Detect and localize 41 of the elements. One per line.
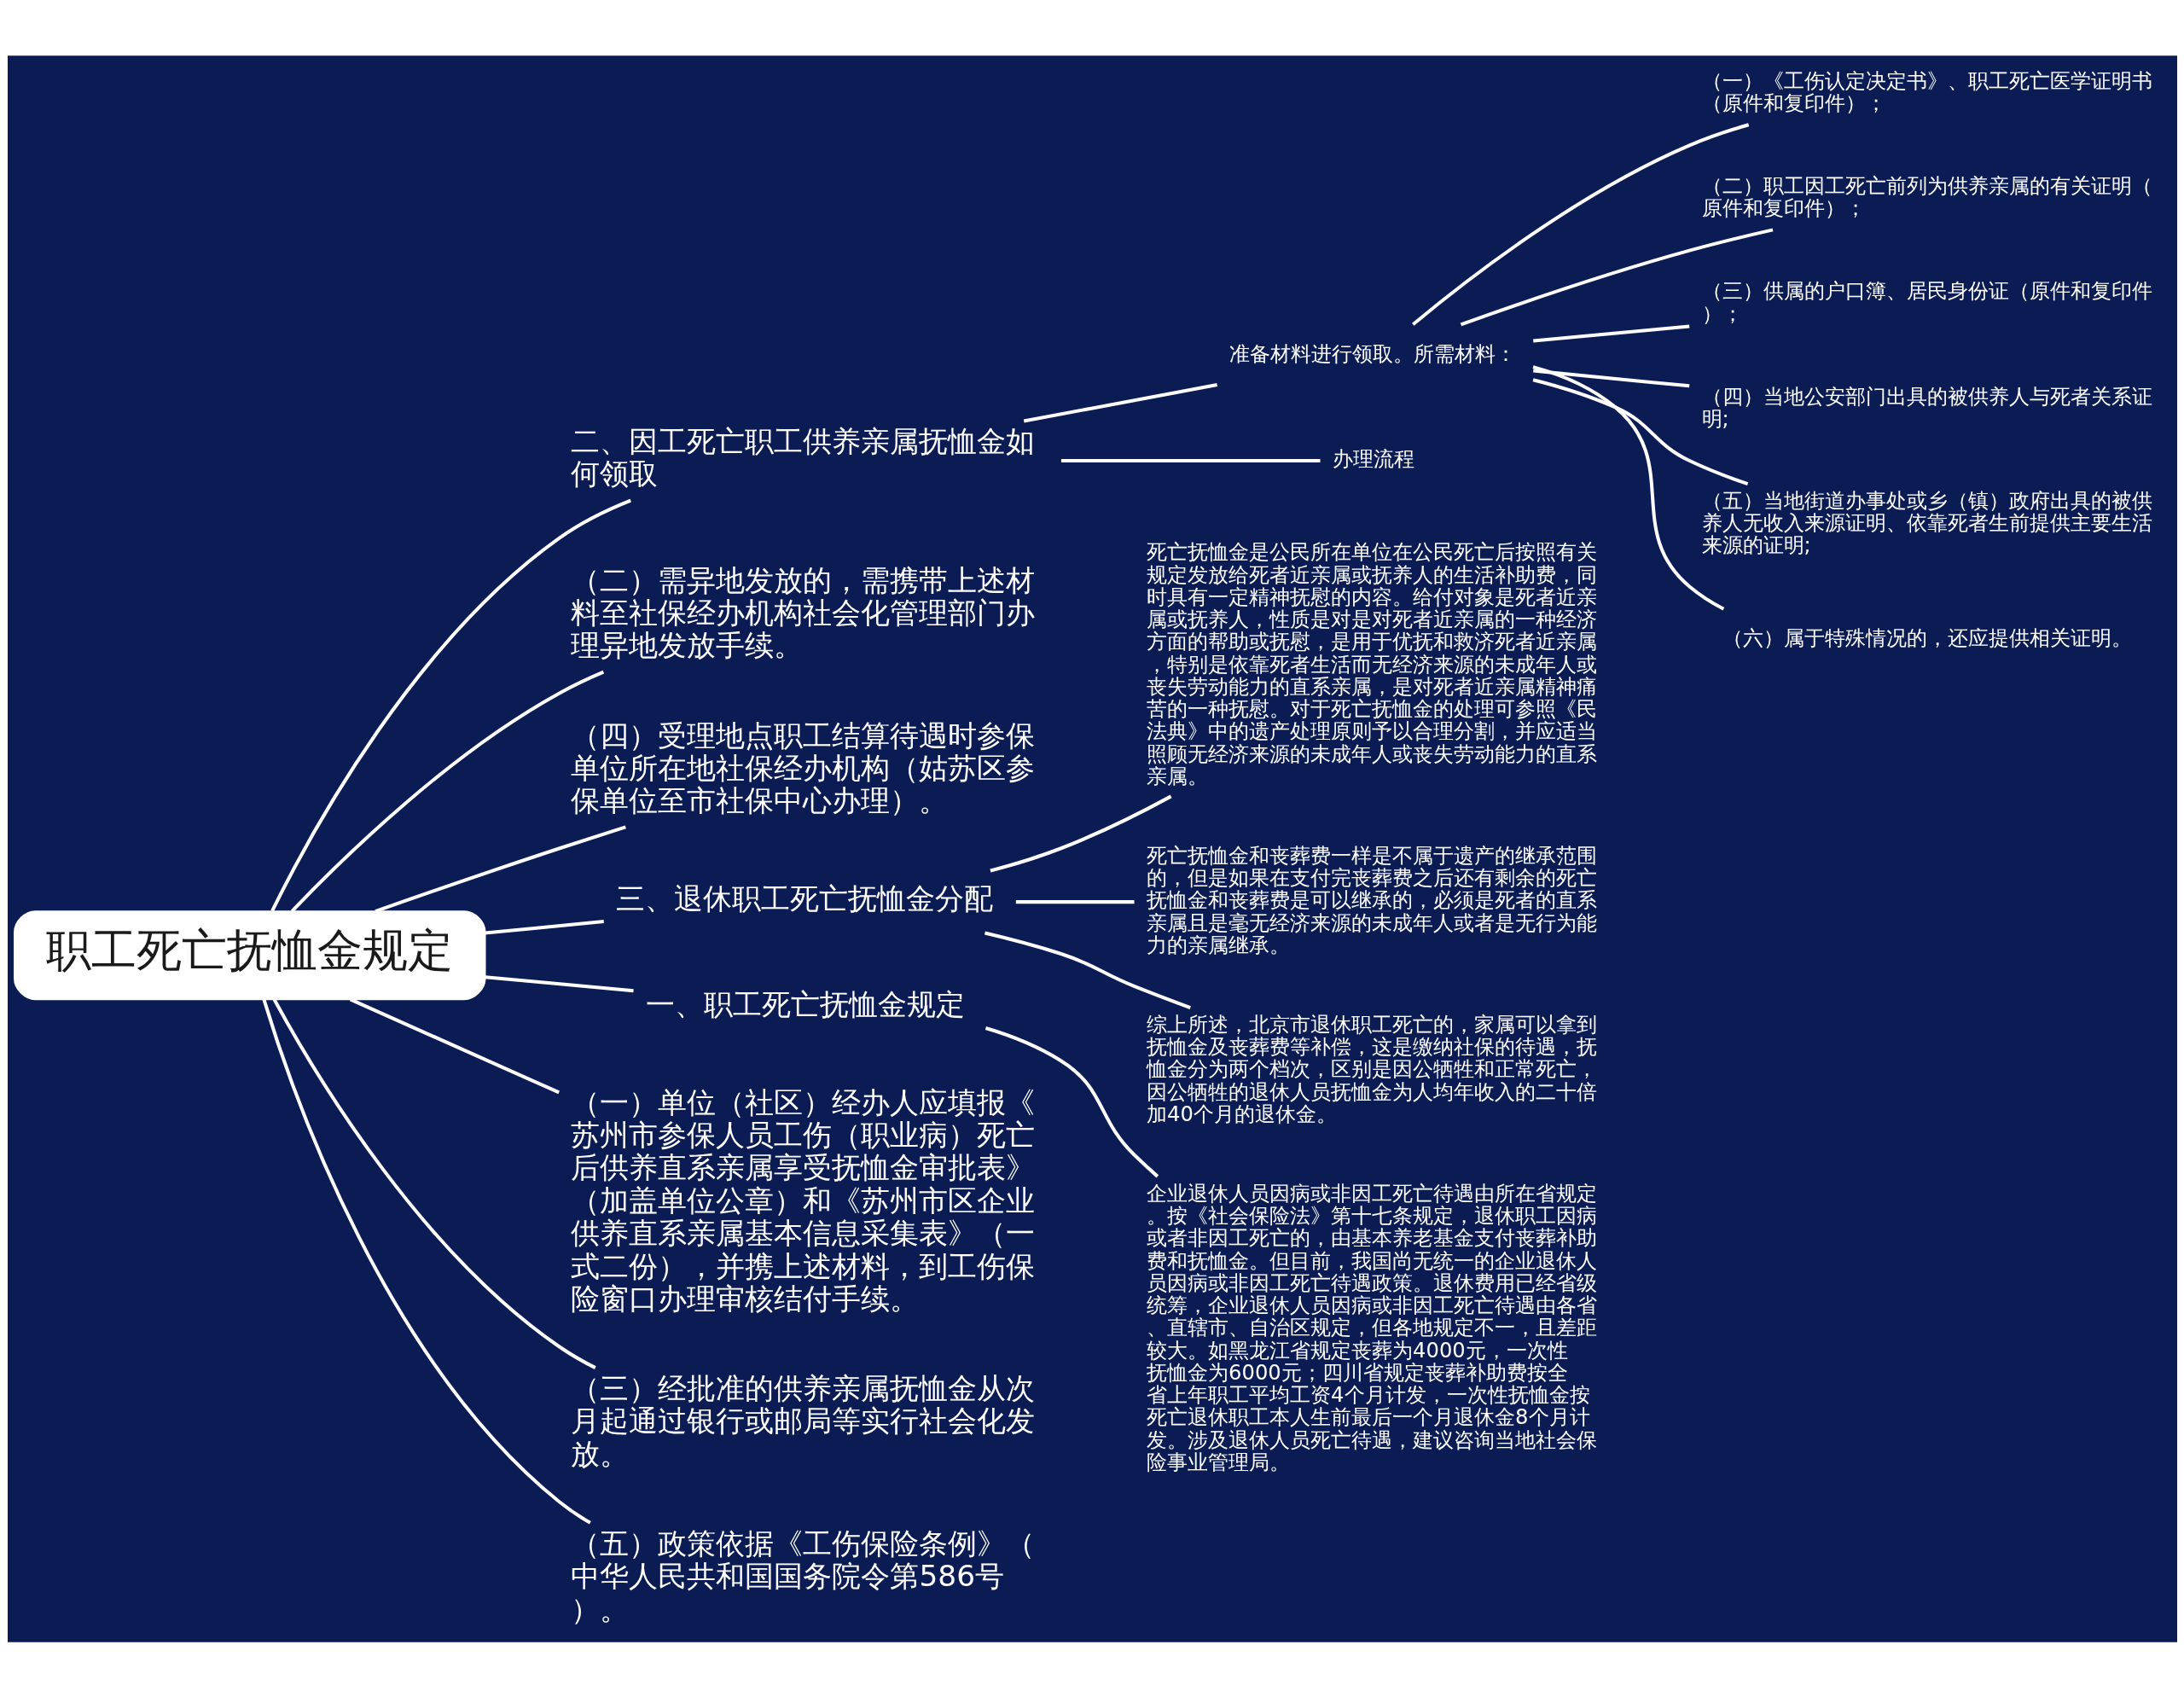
- connector: [985, 1026, 1159, 1177]
- connector: [290, 670, 604, 912]
- connector: [984, 931, 1191, 1009]
- node-text: 企业退休人员因病或非因工死亡待遇由所在省规定。按《社会保险法》第十七条规定，退休职工因病或者非因工死亡的，由基本养老基金支付丧葬补助费和抚恤金。但目前，我国尚无统一的企业退休人员因病或非因工死亡待遇政策。退休费用已经省级统筹，企业退休人员因病或非因工死亡待遇由各省、直辖市、自治区规定，但各地规定不一，且差距较大。如黑龙江省规定丧葬为4000元，一次性抚恤金为6000元；四川省规定丧葬补助费按全省上年职工平均工资4个月计发，一次性抚恤金按死亡退休职工本人生前最后一个月退休金8个月计发。涉及退休人员死亡待遇，建议咨询当地社会保险事业管理局。: [1146, 1181, 1597, 1474]
- node-text: （六）属于特殊情况的，还应提供相关证明。: [1722, 625, 2132, 650]
- node-text: 三、退休职工死亡抚恤金分配: [615, 880, 993, 915]
- node-text: （五）政策依据《工伤保险条例》（中华人民共和国国务院令第586号）。: [570, 1526, 1035, 1626]
- connector: [1015, 899, 1134, 904]
- node-text: 综上所述，北京市退休职工死亡的，家属可以拿到抚恤金及丧葬费等补偿，这是缴纳社保的待遇，抚恤金分为两个档次，区别是因公牺牲和正常死亡，因公牺牲的退休人员抚恤金为人均年收入的二十倍加40个月的退休金。: [1146, 1012, 1597, 1126]
- node-box: 职工死亡抚恤金规定: [13, 910, 485, 1000]
- node-text: （一）单位（社区）经办人应填报《苏州市参保人员工伤（职业病）死亡后供养直系亲属享受抚恤金审批表》（加盖单位公章）和《苏州市区企业供养直系亲属基本信息采集表》（一式二份），并携上述材料，到工伤保险窗口办理审核结付手续。: [570, 1084, 1035, 1316]
- connector: [484, 919, 604, 934]
- connector: [272, 997, 596, 1369]
- connector: [1532, 377, 1748, 485]
- connector: [989, 794, 1172, 873]
- node-text: 一、职工死亡抚恤金规定: [645, 986, 965, 1021]
- connector: [484, 974, 634, 992]
- node-text: 二、因工死亡职工供养亲属抚恤金如何领取: [570, 423, 1035, 491]
- node-text: 办理流程: [1332, 446, 1414, 471]
- connector: [1060, 458, 1321, 462]
- connector: [1411, 122, 1749, 326]
- node-text: 死亡抚恤金和丧葬费一样是不属于遗产的继承范围的，但是如果在支付完丧葬费之后还有剩余的死亡抚恤金和丧葬费是可以继承的，必须是死者的直系亲属且是毫无经济来源的未成年人或者是无行为能力的亲属继承。: [1146, 843, 1597, 957]
- node-text: （三）供属的户口簿、居民身份证（原件和复印件）；: [1701, 278, 2152, 326]
- connector: [262, 998, 591, 1525]
- connector: [1532, 369, 1689, 387]
- node-text: （四）受理地点职工结算待遇时参保单位所在地社保经办机构（姑苏区参保单位至市社保中心办理）。: [570, 718, 1035, 817]
- node-text: （三）经批准的供养亲属抚恤金从次月起通过银行或邮局等实行社会化发放。: [570, 1370, 1035, 1471]
- connector: [1460, 227, 1774, 326]
- node-text: （一）《工伤认定决定书》、职工死亡医学证明书（原件和复印件）；: [1701, 68, 2152, 115]
- node-text: （五）当地街道办事处或乡（镇）政府出具的被供养人无收入来源证明、依靠死者生前提供主要生活来源的证明;: [1701, 488, 2152, 557]
- connector: [349, 997, 560, 1094]
- node-text: （二）职工因工死亡前列为供养亲属的有关证明（原件和复印件）；: [1701, 173, 2152, 220]
- node-text: （四）当地公安部门出具的被供养人与死者关系证明;: [1701, 384, 2152, 431]
- connector: [374, 824, 626, 913]
- connector: [270, 498, 631, 912]
- connector: [1532, 323, 1689, 343]
- connector: [1532, 364, 1724, 610]
- node-text: （二）需异地发放的，需携带上述材料至社保经办机构社会化管理部门办理异地发放手续。: [570, 562, 1035, 662]
- node-text: 准备材料进行领取。所需材料：: [1228, 341, 1516, 366]
- node-text: 死亡抚恤金是公民所在单位在公民死亡后按照有关规定发放给死者近亲属或抚养人的生活补助费，同时具有一定精神抚慰的内容。给付对象是死者近亲属或抚养人，性质是对是对死者近亲属的一种经济方面的帮助或抚慰，是用于优抚和救济死者近亲属，特别是依靠死者生活而无经济来源的未成年人或丧失劳动能力的直系亲属，是对死者近亲属精神痛苦的一种抚慰。对于死亡抚恤金的处理可参照《民法典》中的遗产处理原则予以合理分割，并应适当照顾无经济来源的未成年人或丧失劳动能力的直系亲属。: [1146, 539, 1597, 788]
- connector: [1023, 382, 1217, 422]
